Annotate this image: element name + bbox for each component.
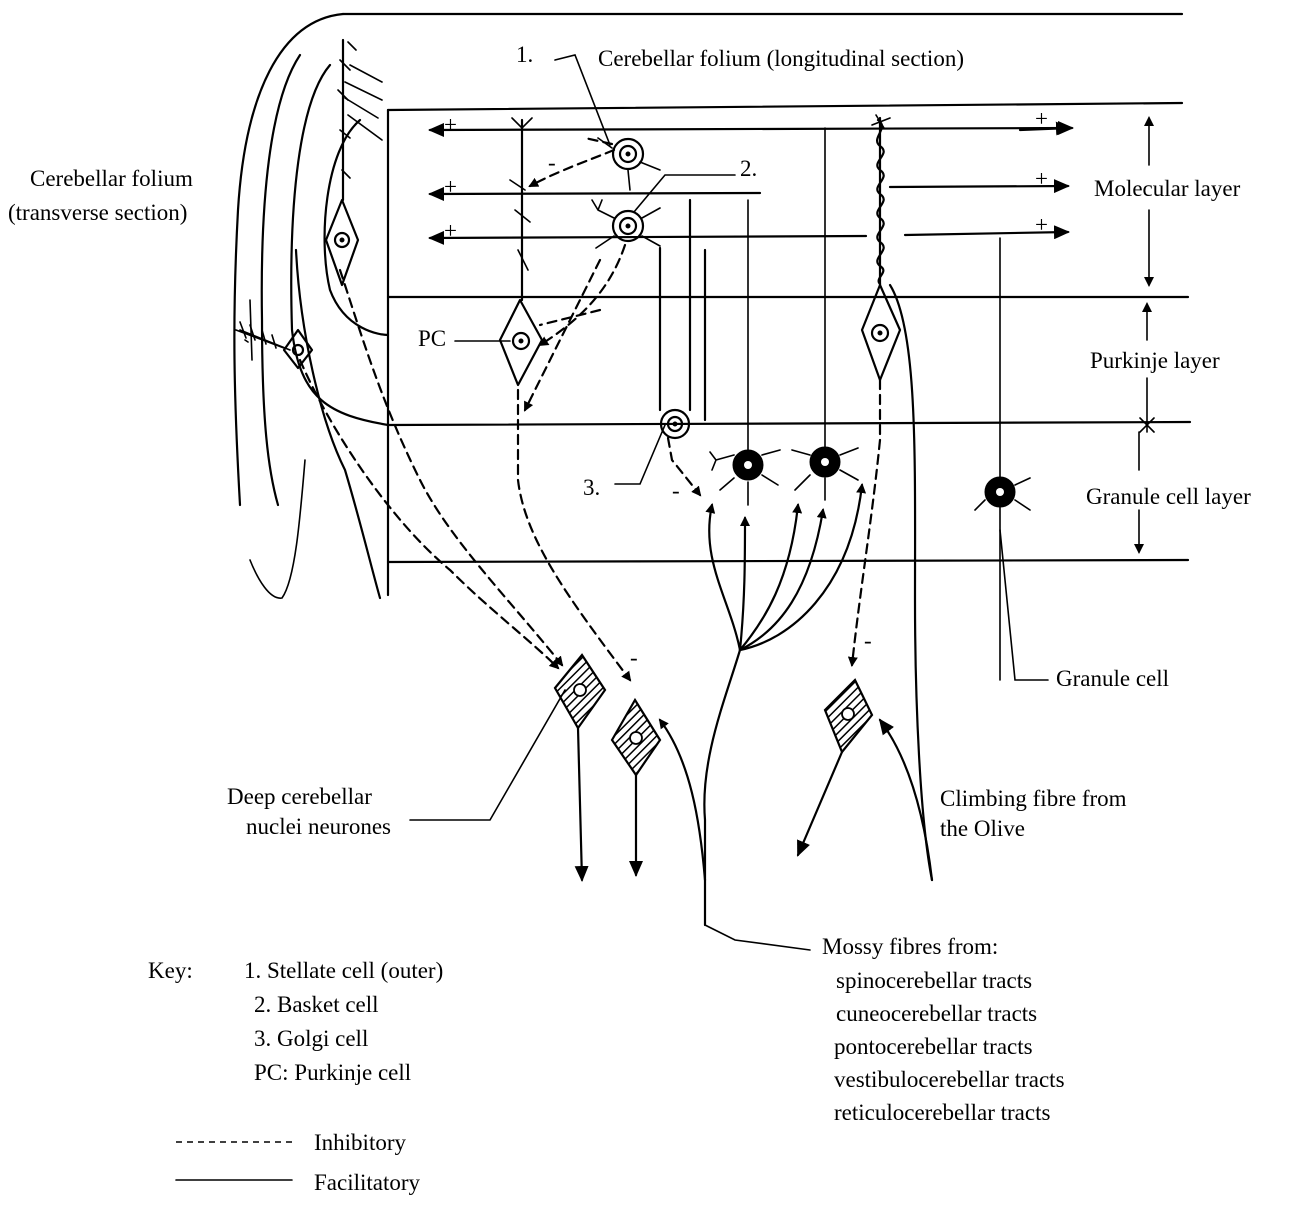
minus-sign: - bbox=[630, 645, 638, 670]
key-item: 2. Basket cell bbox=[254, 992, 379, 1017]
plus-sign: + bbox=[444, 218, 457, 243]
minus-sign: - bbox=[548, 150, 556, 175]
mossy-tract: cuneocerebellar tracts bbox=[836, 1001, 1037, 1026]
plus-sign: + bbox=[1035, 166, 1048, 191]
climbing-fibre-label-line2: the Olive bbox=[940, 816, 1025, 841]
climbing-fibre bbox=[880, 285, 932, 880]
granule-layer-label: Granule cell layer bbox=[1086, 484, 1251, 509]
folium-outline bbox=[234, 14, 1190, 598]
legend-facilitatory: Facilitatory bbox=[314, 1170, 421, 1195]
transverse-label-line1: Cerebellar folium bbox=[30, 166, 193, 191]
marker-one: 1. bbox=[516, 42, 533, 67]
plus-sign: + bbox=[1035, 106, 1048, 131]
diagram-title: Cerebellar folium (longitudinal section) bbox=[598, 46, 964, 71]
plus-sign: + bbox=[444, 112, 457, 137]
minus-sign: - bbox=[864, 628, 872, 653]
marker-pc: PC bbox=[418, 326, 446, 351]
labels: Cerebellar folium (longitudinal section)… bbox=[8, 42, 1251, 1195]
transverse-label-line2: (transverse section) bbox=[8, 200, 187, 225]
mossy-tract: spinocerebellar tracts bbox=[836, 968, 1032, 993]
stellate-cell bbox=[598, 138, 660, 190]
mossy-tract: pontocerebellar tracts bbox=[834, 1034, 1033, 1059]
sign-markers: + + + + + + - - - - bbox=[444, 106, 1048, 670]
mossy-heading: Mossy fibres from: bbox=[822, 934, 998, 959]
key-item: 1. Stellate cell (outer) bbox=[244, 958, 443, 983]
plus-sign: + bbox=[444, 174, 457, 199]
key-item: PC: Purkinje cell bbox=[254, 1060, 411, 1085]
deep-nuclei-label-line2: nuclei neurones bbox=[246, 814, 391, 839]
purkinje-cell-left bbox=[500, 118, 542, 385]
legend-inhibitory: Inhibitory bbox=[314, 1130, 406, 1155]
climbing-fibre-label-line1: Climbing fibre from bbox=[940, 786, 1127, 811]
key-item: 3. Golgi cell bbox=[254, 1026, 368, 1051]
marker-three: 3. bbox=[583, 475, 600, 500]
marker-two: 2. bbox=[740, 156, 757, 181]
purkinje-layer-label: Purkinje layer bbox=[1090, 348, 1220, 373]
key-heading: Key: bbox=[148, 958, 193, 983]
purkinje-cell-right bbox=[862, 115, 900, 380]
mossy-tract: vestibulocerebellar tracts bbox=[834, 1067, 1065, 1092]
deep-nuclei-label-line1: Deep cerebellar bbox=[227, 784, 372, 809]
deep-nuclei-neurones bbox=[555, 655, 872, 880]
molecular-layer-label: Molecular layer bbox=[1094, 176, 1241, 201]
mossy-tract: reticulocerebellar tracts bbox=[834, 1100, 1050, 1125]
parallel-fibres bbox=[430, 128, 1072, 238]
minus-sign: - bbox=[672, 478, 680, 503]
granule-cell-label: Granule cell bbox=[1056, 666, 1169, 691]
granule-cells bbox=[710, 128, 1030, 680]
legend-lines bbox=[176, 1142, 292, 1180]
transverse-cells bbox=[236, 40, 358, 368]
plus-sign: + bbox=[1035, 212, 1048, 237]
basket-cell bbox=[592, 200, 660, 248]
